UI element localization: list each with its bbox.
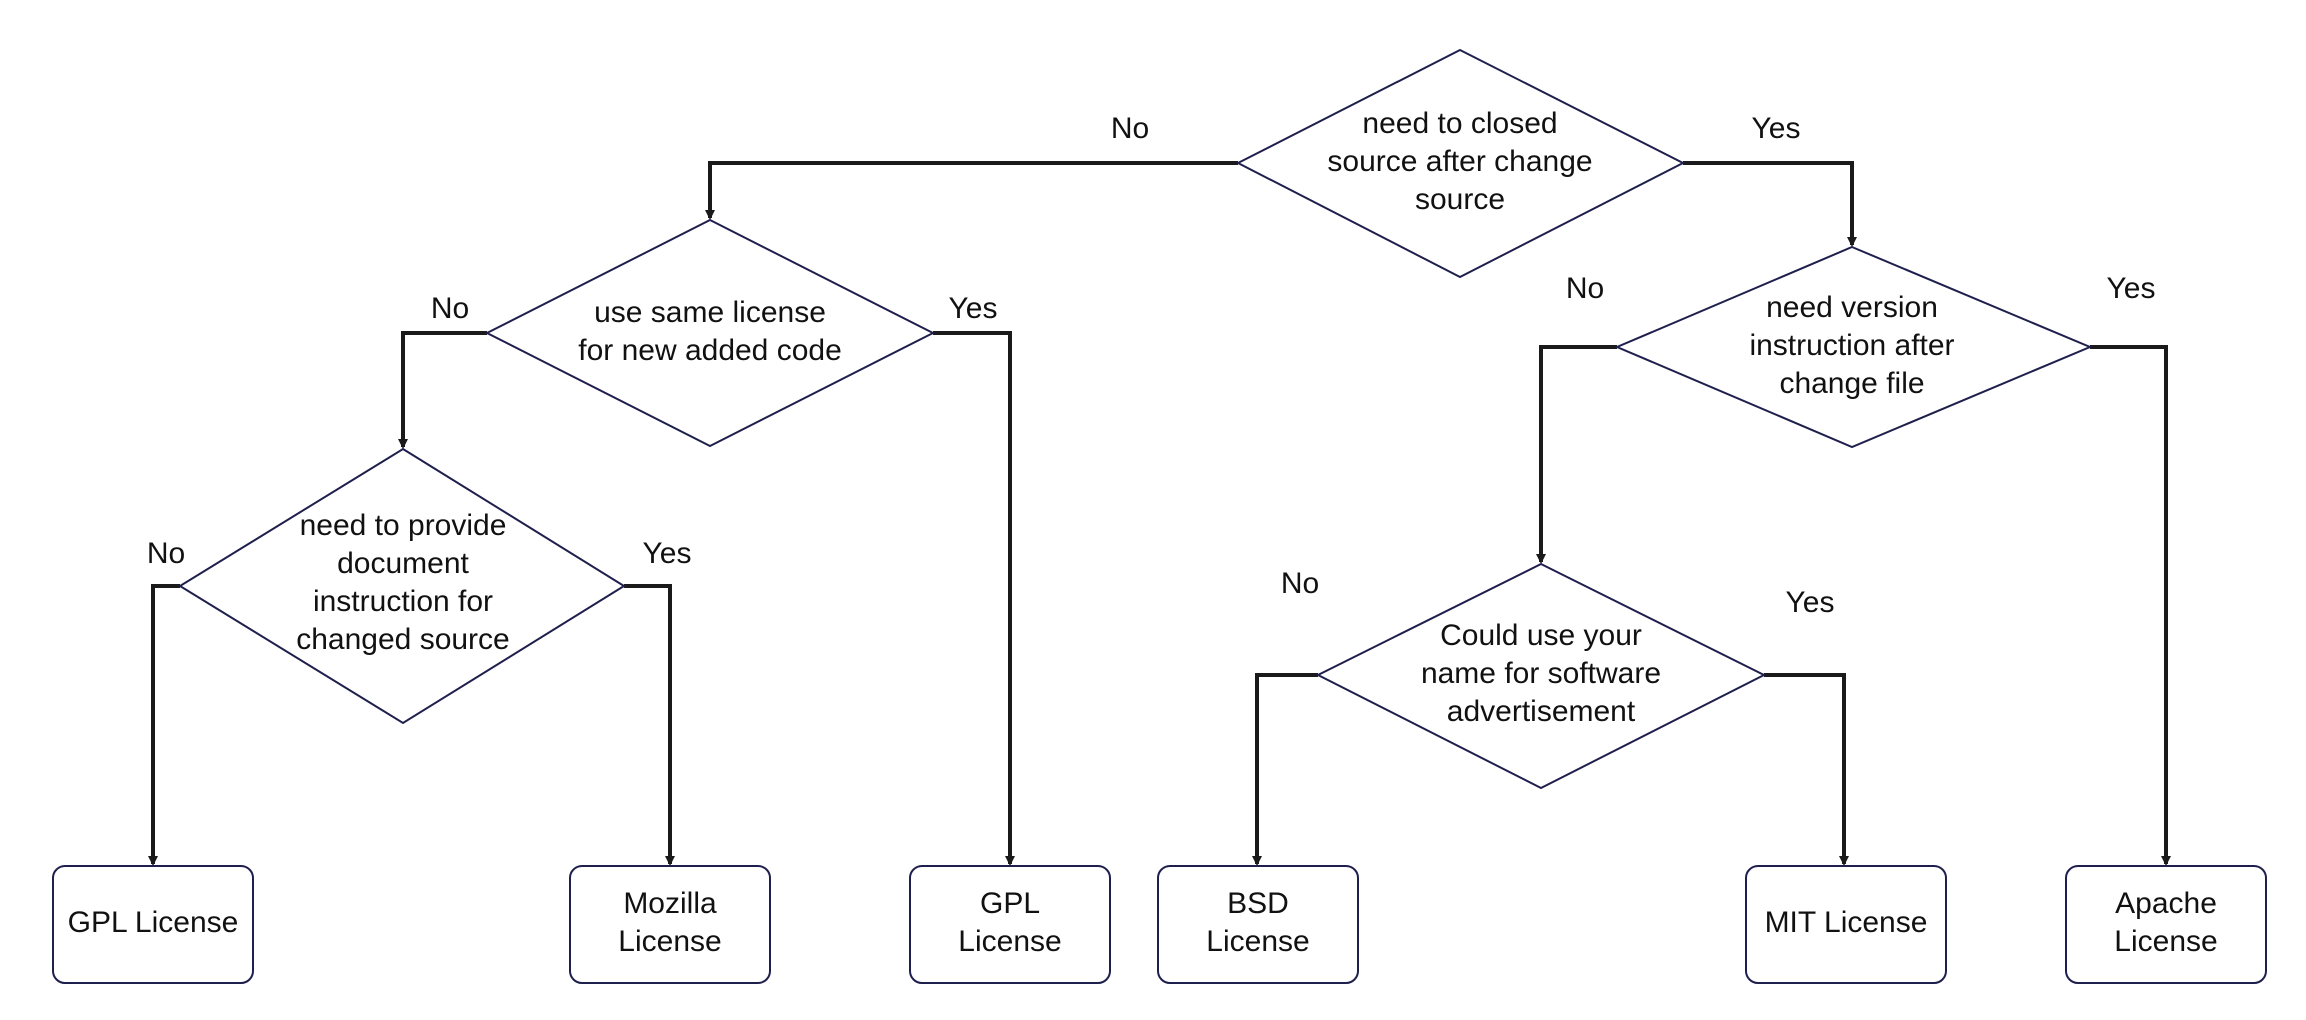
decision-version-instruction-text: need version instruction after change file [1749, 291, 1954, 400]
license-gpl-left: GPL License [52, 865, 254, 984]
label-d2-yes: Yes [949, 292, 998, 325]
node-text-line: need version [1766, 291, 1938, 324]
node-text-line: instruction for [313, 585, 493, 618]
label-d3-no: No [147, 537, 185, 570]
edge-d1-yes [1683, 161, 1857, 247]
edge-d2-yes [933, 331, 1015, 866]
node-text-line: MIT License [1765, 906, 1928, 939]
decision-closed-source: need to closed source after change source [1235, 48, 1686, 279]
node-text-line: use same license [594, 296, 826, 329]
edge-labels: No Yes No Yes No Yes No Yes No Yes [147, 112, 2156, 619]
decision-same-license: use same license for new added code [484, 218, 936, 448]
label-d4-yes: Yes [2107, 272, 2156, 305]
decision-name-advertisement: Could use your name for software advertise… [1315, 562, 1767, 790]
node-text-line: GPL [980, 887, 1040, 920]
decision-version-instruction: need version instruction after change file [1614, 245, 2093, 449]
label-d2-no: No [431, 292, 469, 325]
decision-name-advertisement-text: Could use your name for software advertise… [1421, 619, 1661, 728]
node-text-line: Apache [2115, 887, 2217, 920]
node-text-line: source [1415, 183, 1505, 216]
node-text-line: License [618, 925, 721, 958]
license-bsd: BSD License [1157, 865, 1359, 984]
label-d1-yes: Yes [1752, 112, 1801, 145]
edge-d3-no [148, 584, 180, 866]
edge-d2-no [398, 331, 487, 449]
node-text-line: instruction after [1749, 329, 1954, 362]
label-d5-yes: Yes [1786, 586, 1835, 619]
node-text-line: BSD [1227, 887, 1289, 920]
connectors [148, 161, 2171, 866]
edge-d4-no [1536, 345, 1617, 564]
node-text-line: document [337, 547, 469, 580]
node-text-line: License [1206, 925, 1309, 958]
node-text-line: License [2114, 925, 2217, 958]
edge-d5-yes [1764, 673, 1849, 866]
decision-document-instruction-text: need to provide document instruction for ch… [296, 509, 510, 656]
license-gpl-left-text: GPL License [68, 906, 239, 939]
edge-d5-no [1252, 673, 1318, 866]
edge-d3-yes [624, 584, 675, 866]
node-text-line: GPL License [68, 906, 239, 939]
node-text-line: name for software [1421, 657, 1661, 690]
license-gpl-middle: GPL License [909, 865, 1111, 984]
node-text-line: Could use your [1440, 619, 1642, 652]
node-text-line: change file [1779, 367, 1924, 400]
label-d1-no: No [1111, 112, 1149, 145]
license-bsd-text: BSD License [1206, 887, 1309, 958]
license-gpl-middle-text: GPL License [958, 887, 1061, 958]
decision-document-instruction: need to provide document instruction for ch… [178, 447, 626, 725]
decision-closed-source-text: need to closed source after change source [1327, 107, 1592, 216]
label-d3-yes: Yes [643, 537, 692, 570]
decision-same-license-text: use same license for new added code [578, 296, 842, 367]
edge-d1-no [705, 161, 1238, 220]
label-d5-no: No [1281, 567, 1319, 600]
node-text-line: need to provide [300, 509, 507, 542]
license-mit: MIT License [1745, 865, 1947, 984]
node-text-line: need to closed [1362, 107, 1557, 140]
label-d4-no: No [1566, 272, 1604, 305]
node-text-line: source after change [1327, 145, 1592, 178]
node-text-line: advertisement [1447, 695, 1636, 728]
node-text-line: Mozilla [623, 887, 717, 920]
node-text-line: License [958, 925, 1061, 958]
edge-d4-yes [2090, 345, 2171, 866]
node-text-line: changed source [296, 623, 510, 656]
node-text-line: for new added code [578, 334, 842, 367]
license-mit-text: MIT License [1765, 906, 1928, 939]
